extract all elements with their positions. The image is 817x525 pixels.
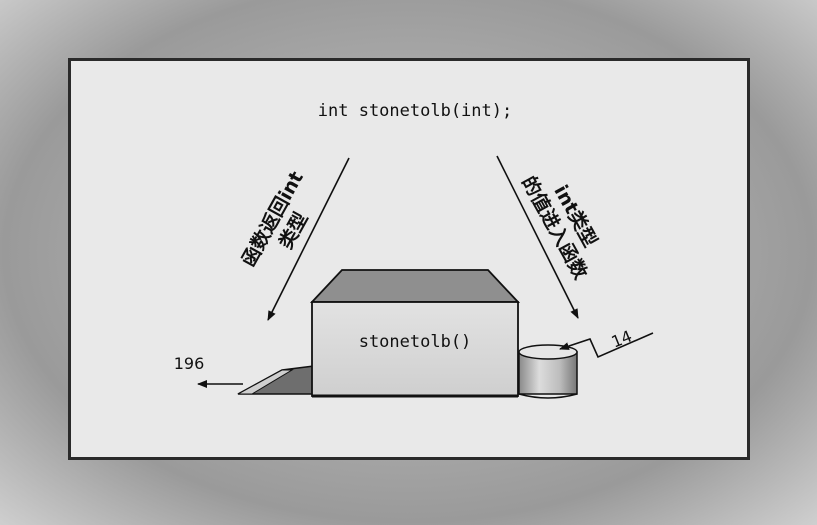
output-value: 196 xyxy=(174,354,205,373)
input-value: 14 xyxy=(609,326,635,351)
function-box-label: stonetolb() xyxy=(359,332,472,352)
input-arrow xyxy=(496,155,579,319)
input-type-annotation: int类型 的值进入函数 xyxy=(517,172,602,284)
function-prototype: int stonetolb(int); xyxy=(318,101,512,121)
return-arrow xyxy=(267,157,350,321)
input-signal-line xyxy=(559,332,654,359)
function-box xyxy=(309,269,521,398)
input-cylinder xyxy=(518,344,578,399)
output-chute xyxy=(237,365,315,395)
